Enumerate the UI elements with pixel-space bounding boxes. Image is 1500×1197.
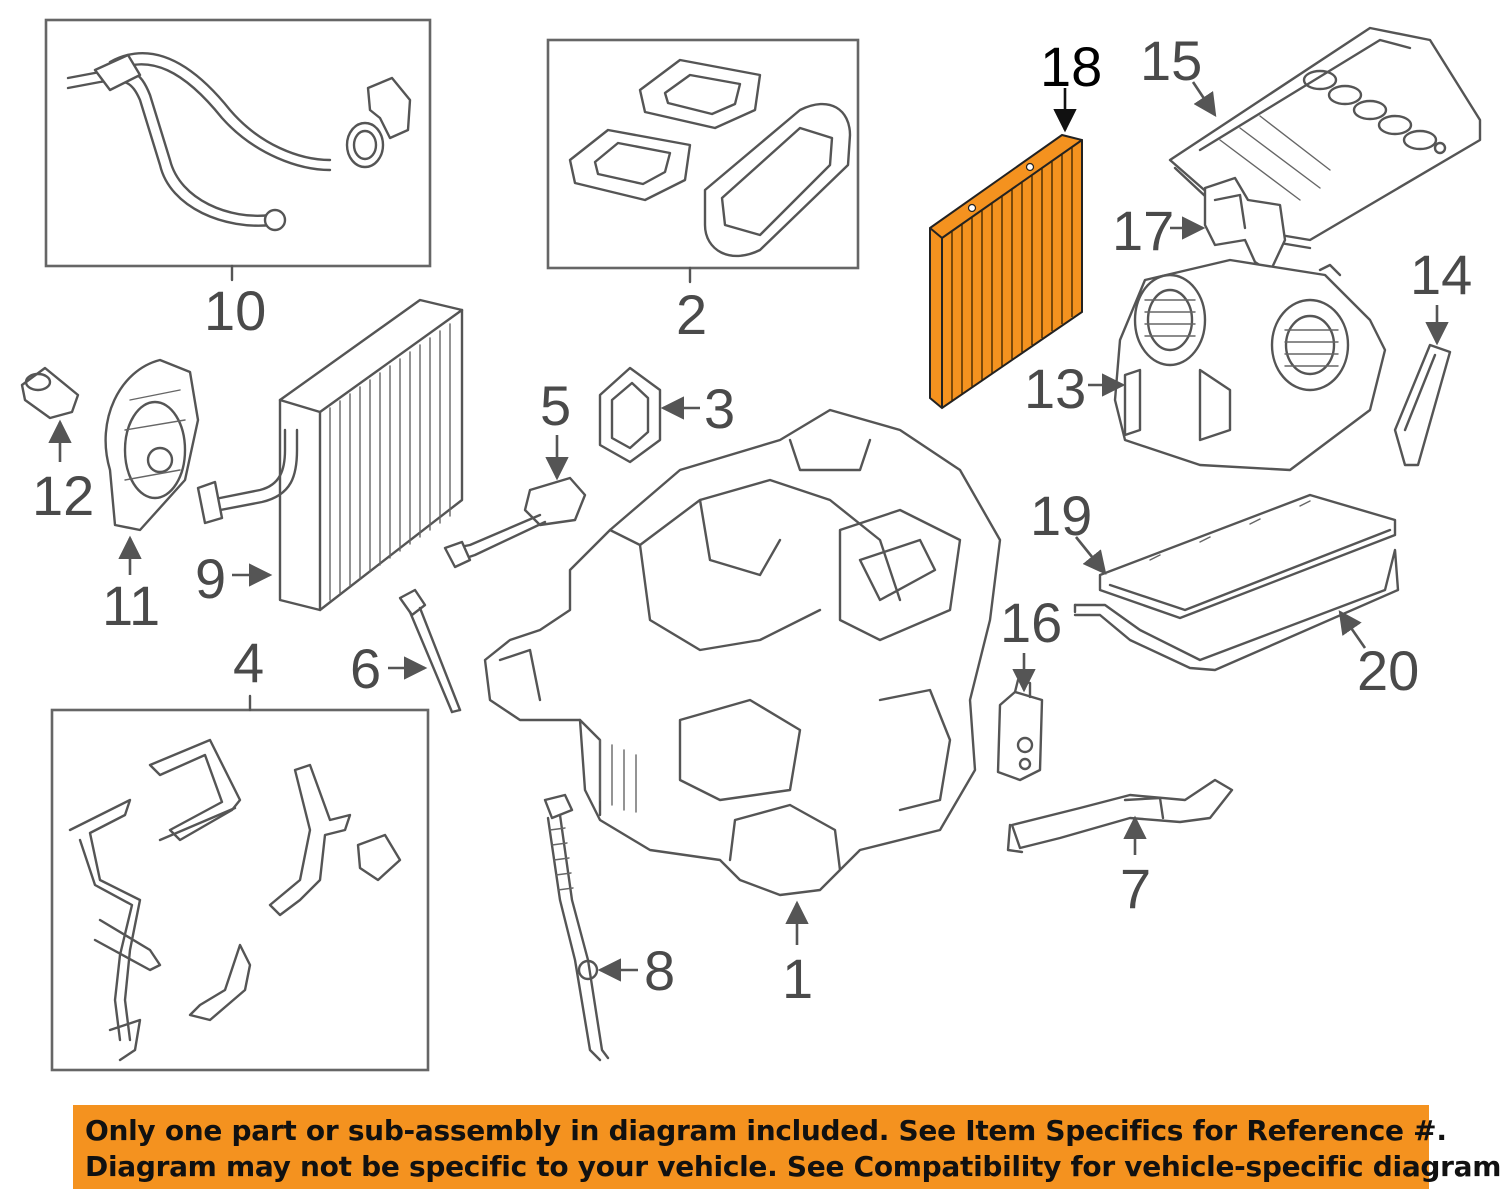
callout-4: 4 (233, 631, 264, 694)
part-1-hvac-case (483, 408, 1002, 897)
callout-10: 10 (204, 279, 266, 342)
callout-8: 8 (644, 939, 675, 1002)
callout-2: 2 (676, 283, 707, 346)
callout-1: 1 (782, 947, 813, 1010)
part-9-evaporator-core (196, 298, 464, 612)
callout-5: 5 (540, 374, 571, 437)
part-10-refrigerant-lines (44, 18, 432, 268)
part-16-expansion-valve (996, 678, 1044, 782)
part-3-grommet (598, 366, 662, 464)
callout-16: 16 (1000, 591, 1062, 654)
part-18-cabin-air-filter (929, 133, 1083, 410)
disclaimer-line-1: Only one part or sub-assembly in diagram… (85, 1114, 1447, 1147)
callout-19: 19 (1030, 484, 1092, 547)
part-11-blower-cover (104, 358, 200, 532)
part-12-connector (20, 366, 80, 420)
disclaimer-banner: Only one part or sub-assembly in diagram… (73, 1105, 1500, 1189)
callout-7: 7 (1120, 857, 1151, 920)
part-8-drain-hose (543, 793, 610, 1062)
part-5-temperature-sensor (443, 476, 587, 569)
callout-9: 9 (195, 547, 226, 610)
callout-17: 17 (1112, 199, 1174, 262)
part-2-seal-kit (546, 38, 860, 270)
part-6-sensor-rod (398, 588, 462, 714)
callout-3: 3 (704, 377, 735, 440)
part-14-seal-strip (1393, 343, 1452, 467)
callout-15: 15 (1140, 29, 1202, 92)
part-20-gasket (1073, 548, 1400, 672)
part-19-cover (1098, 493, 1397, 620)
callout-12: 12 (32, 464, 94, 527)
disclaimer-line-2: Diagram may not be specific to your vehi… (85, 1150, 1500, 1183)
callout-20: 20 (1357, 639, 1419, 702)
part-7-wire-harness (1006, 778, 1234, 854)
part-4-duct-kit (50, 708, 430, 1072)
callout-14: 14 (1410, 243, 1472, 306)
part-13-blower-motor (1113, 258, 1387, 472)
callout-11: 11 (102, 574, 160, 637)
callout-13: 13 (1024, 357, 1086, 420)
callout-6: 6 (350, 637, 381, 700)
callout-18: 18 (1040, 35, 1102, 98)
